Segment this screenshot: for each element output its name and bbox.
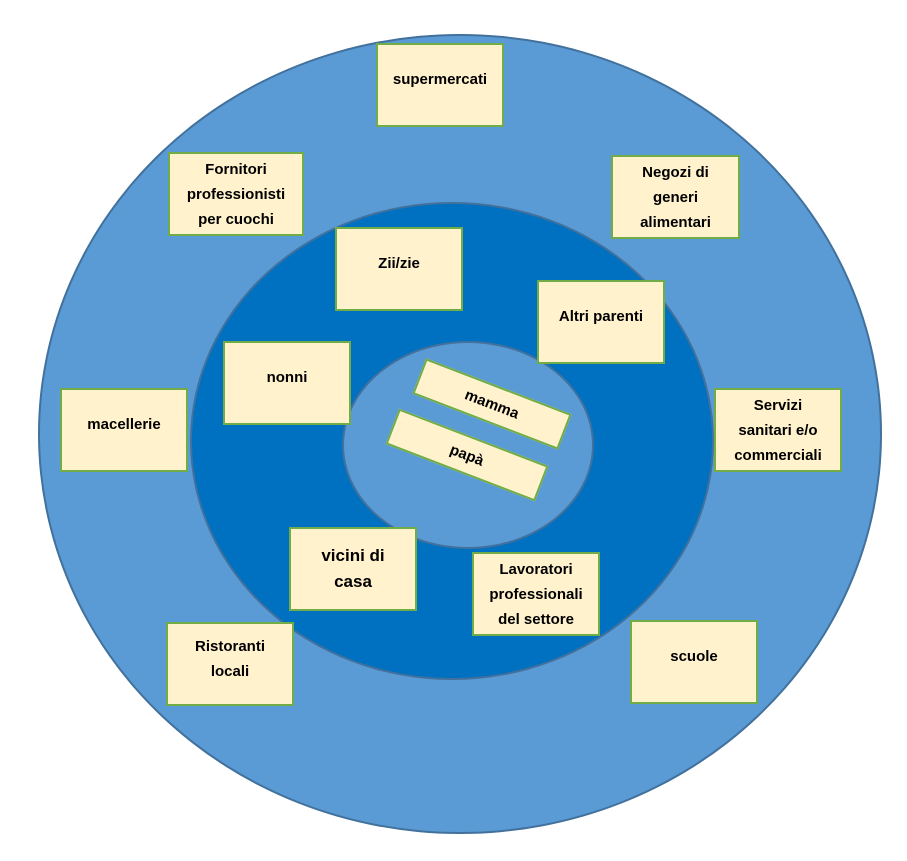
label-lavoratori: Lavoratori professionali del settore <box>489 560 583 628</box>
box-vicini: vicini di casa <box>289 527 417 611</box>
label-scuole: scuole <box>670 648 718 665</box>
box-servizi: Servizi sanitari e/o commerciali <box>714 388 842 472</box>
label-papa: papà <box>447 440 487 470</box>
box-supermercati: supermercati <box>376 43 504 127</box>
label-zii: Zii/zie <box>378 255 420 272</box>
label-nonni: nonni <box>266 369 308 386</box>
label-mamma: mamma <box>462 385 522 423</box>
box-nonni: nonni <box>223 341 351 425</box>
box-macellerie: macellerie <box>60 388 188 472</box>
label-supermercati: supermercati <box>392 71 488 88</box>
box-fornitori: Fornitori professionisti per cuochi <box>168 152 304 236</box>
box-altri-parenti: Altri parenti <box>537 280 665 364</box>
label-ristoranti: Ristoranti locali <box>194 638 265 680</box>
label-altri-parenti: Altri parenti <box>558 308 644 325</box>
label-fornitori: Fornitori professionisti per cuochi <box>186 160 286 228</box>
box-scuole: scuole <box>630 620 758 704</box>
label-servizi: Servizi sanitari e/o commerciali <box>734 396 822 464</box>
box-negozi: Negozi di generi alimentari <box>611 155 740 239</box>
label-negozi: Negozi di generi alimentari <box>640 163 711 231</box>
box-ristoranti: Ristoranti locali <box>166 622 294 706</box>
label-vicini: vicini di casa <box>321 546 385 591</box>
box-zii: Zii/zie <box>335 227 463 311</box>
box-lavoratori: Lavoratori professionali del settore <box>472 552 600 636</box>
label-macellerie: macellerie <box>87 416 161 433</box>
